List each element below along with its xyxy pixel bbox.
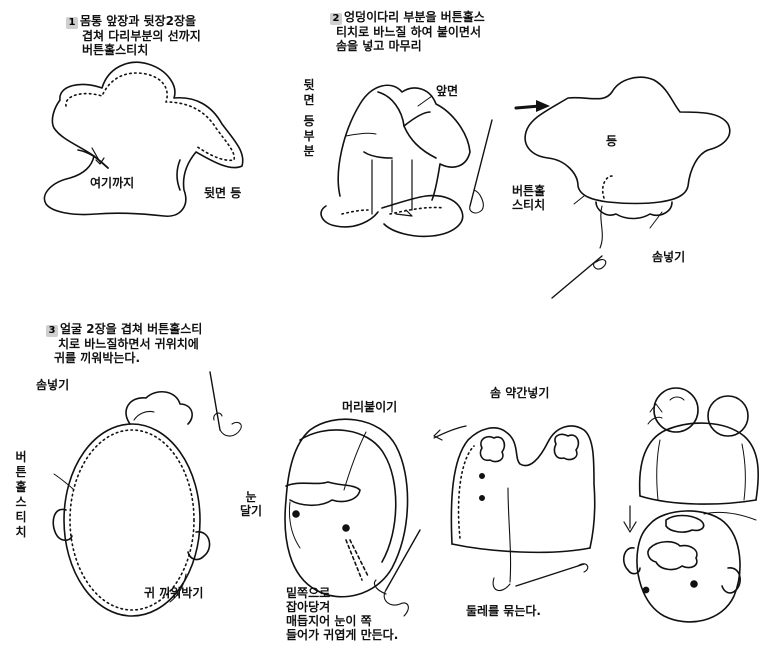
- label-back-part-vertical: 등부분: [303, 114, 315, 158]
- step-2-line-3: 솜을 넣고 마무리: [336, 39, 422, 53]
- step-2-line-2: 티치로 바느질 하여 붙이면서: [336, 25, 482, 39]
- finished-head: [622, 387, 760, 623]
- label-buttonhole-stitch: 버튼홀 스티치: [512, 184, 545, 212]
- step2-arrow: [514, 100, 550, 112]
- label-back-vertical: 뒷면: [303, 78, 315, 107]
- step-1-line-3: 버튼홀스티치: [82, 43, 149, 57]
- label-attach-eyes: 눈 달기: [240, 490, 262, 518]
- face-piece: [52, 371, 242, 617]
- step-2-number: 2: [330, 13, 342, 25]
- head-back-view: [433, 425, 596, 592]
- label-front-side: 앞면: [436, 84, 459, 98]
- label-insert-ears: 귀 끼워박기: [144, 586, 204, 600]
- step-3-line-1: 얼굴 2장을 겹쳐 버튼홀스티: [60, 322, 203, 336]
- label-eye-note-line-4: 들어가 귀엽게 만든다.: [286, 628, 399, 642]
- body-side-view: [320, 84, 493, 238]
- body-back-view: [524, 76, 731, 299]
- head-side-view: [284, 418, 421, 617]
- label-eye-note-line-2: 잡아당겨: [286, 600, 331, 614]
- label-eye-note: 밑쪽으로 잡아당겨 매듭지어 눈이 쪽 들어가 귀엽게 만든다.: [286, 586, 398, 642]
- label-eye-note-line-1: 밑쪽으로: [286, 586, 331, 600]
- step-3-line-2: 치로 바느질하면서 귀위치에: [58, 337, 199, 351]
- step-1-line-2: 겹쳐 다리부분의 선까지: [82, 29, 201, 43]
- step-3-number: 3: [46, 325, 58, 337]
- label-little-stuffing: 솜 약간넣기: [490, 386, 550, 400]
- label-attach-head: 머리붙이기: [342, 400, 398, 414]
- label-back: 등: [606, 134, 618, 148]
- body-piece-flat: [43, 61, 244, 217]
- label-attach-eyes-line-1: 눈: [245, 490, 257, 504]
- label-tie-around: 둘레를 묶는다.: [466, 604, 541, 618]
- step-1-number: 1: [66, 17, 78, 29]
- label-stuffing-step3: 솜넣기: [36, 378, 70, 392]
- step-2-line-1: 엉덩이다리 부분을 버튼홀스: [344, 10, 485, 24]
- label-back-side: 뒷면 등: [204, 186, 242, 200]
- label-buttonhole-vertical: 버튼홀스티치: [15, 450, 27, 539]
- label-stuffing-step2: 솜넣기: [652, 250, 686, 264]
- label-buttonhole-line-1: 버튼홀: [512, 184, 546, 198]
- step-3-line-3: 귀를 끼워박는다.: [54, 351, 141, 365]
- step-1-line-1: 몸통 앞장과 뒷장2장을: [80, 14, 197, 28]
- label-attach-eyes-line-2: 달기: [240, 504, 263, 518]
- label-buttonhole-line-2: 스티치: [512, 198, 546, 212]
- label-eye-note-line-3: 매듭지어 눈이 쪽: [286, 614, 372, 628]
- label-up-to-here: 여기까지: [90, 176, 135, 190]
